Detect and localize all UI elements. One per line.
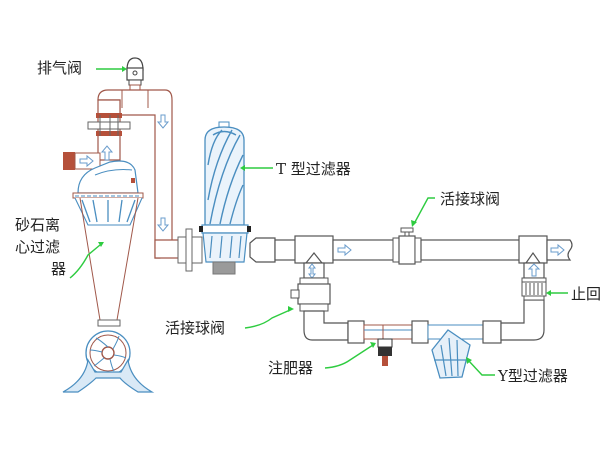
- pointer-sand-filter: [69, 244, 101, 279]
- pointer-ball-valve-top: [414, 197, 435, 223]
- elbow-pipe: [154, 239, 181, 259]
- t-type-filter: [199, 121, 251, 275]
- flow-arrow-up-icon: [100, 145, 114, 161]
- pointer-ball-valve-bottom: [244, 309, 291, 329]
- label-check-valve: 止回: [571, 285, 600, 303]
- label-sand-filter-line3: 器: [51, 260, 66, 278]
- label-pointers: [69, 66, 568, 376]
- flow-arrow-down-icon: [156, 217, 170, 232]
- pointer-injector: [324, 344, 374, 369]
- flow-arrow-up-icon: [527, 263, 541, 277]
- impeller-vanes: [89, 335, 127, 372]
- y-type-filter: [431, 329, 471, 379]
- check-valve: [521, 262, 547, 301]
- flow-arrow-right-icon: [79, 154, 94, 168]
- sand-separator-filter: [62, 57, 173, 393]
- label-sand-filter-line1: 砂石离: [15, 216, 60, 234]
- pointer-y-filter: [467, 359, 495, 376]
- bypass-branch: [290, 262, 547, 379]
- label-ball-valve-top: 活接球阀: [440, 190, 500, 208]
- label-fertilizer-injector: 注肥器: [268, 359, 313, 377]
- flow-arrow-down-icon: [156, 114, 170, 129]
- label-t-filter: T 型过滤器: [276, 160, 351, 178]
- label-sand-filter-line2: 心过滤: [15, 238, 60, 256]
- label-ball-valve-bottom: 活接球阀: [165, 319, 225, 337]
- main-pipeline: [249, 227, 573, 265]
- flow-arrow-right-icon: [337, 243, 352, 257]
- label-air-valve: 排气阀: [37, 59, 82, 77]
- air-valve: [126, 57, 144, 92]
- fertilizer-injector: [363, 324, 413, 366]
- union-ball-valve-top: [392, 227, 422, 265]
- flow-arrow-right-icon: [550, 243, 565, 257]
- label-y-filter: Y型过滤器: [497, 367, 568, 385]
